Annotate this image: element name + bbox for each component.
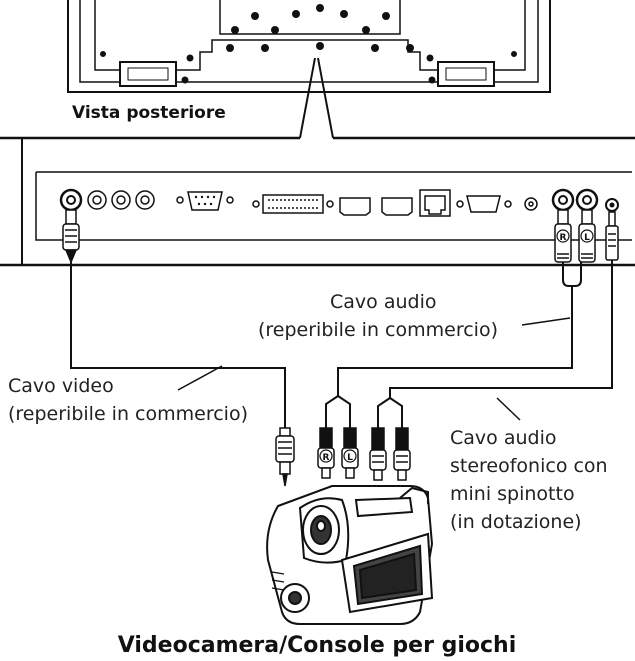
device-caption: Videocamera/Console per giochi [118, 633, 517, 658]
zoom-callout-lines [299, 57, 334, 139]
cables [70, 260, 613, 428]
video-plug-top [62, 209, 80, 264]
audio-input-jacks [551, 188, 599, 212]
lan-port [419, 189, 451, 217]
audio-cable [325, 262, 582, 428]
svg-text:R: R [323, 453, 330, 463]
svg-text:L: L [347, 453, 353, 463]
plug-mark-l-bottom: L [343, 449, 357, 463]
video-cable [70, 262, 286, 428]
plug-mark-r-bottom: R [319, 449, 333, 463]
stereo-cable-label-line2: stereofonico con [450, 455, 608, 477]
audio-cable-label-line1: Cavo audio [330, 291, 436, 313]
plug-mark-l-top: L [580, 229, 594, 243]
audio-mini-jack [605, 198, 619, 212]
stereo-cable-label-line1: Cavo audio [450, 427, 556, 449]
stereo-plugs-bottom [369, 427, 411, 481]
plug-mark-r-top: R [556, 229, 570, 243]
stereo-cable-label-line3: mini spinotto [450, 483, 575, 505]
hdmi-port-2 [381, 197, 413, 216]
pc-input-port [176, 191, 234, 211]
component-jacks [87, 190, 155, 210]
mini-plug-top [605, 211, 619, 261]
stereo-mini-cable [377, 260, 613, 428]
svg-text:R: R [560, 233, 567, 243]
label-leaders [177, 317, 571, 421]
audio-cable-label-line2: (reperibile in commercio) [258, 319, 498, 341]
video-cable-label-line2: (reperibile in commercio) [8, 403, 248, 425]
dvi-input-port [252, 194, 334, 214]
camcorder-illustration [266, 485, 434, 625]
monitor-rear-illustration [67, 0, 551, 93]
rear-view-label: Vista posteriore [72, 103, 226, 123]
svg-text:L: L [584, 233, 590, 243]
rs232c-port [456, 195, 512, 213]
video-input-jack [59, 188, 83, 212]
terminal-panel [0, 136, 635, 267]
video-cable-label-line1: Cavo video [8, 375, 114, 397]
hdmi-port-1 [339, 197, 371, 216]
misc-jack [524, 197, 538, 211]
stereo-cable-label-line4: (in dotazione) [450, 511, 582, 533]
video-plug-bottom [275, 427, 295, 487]
